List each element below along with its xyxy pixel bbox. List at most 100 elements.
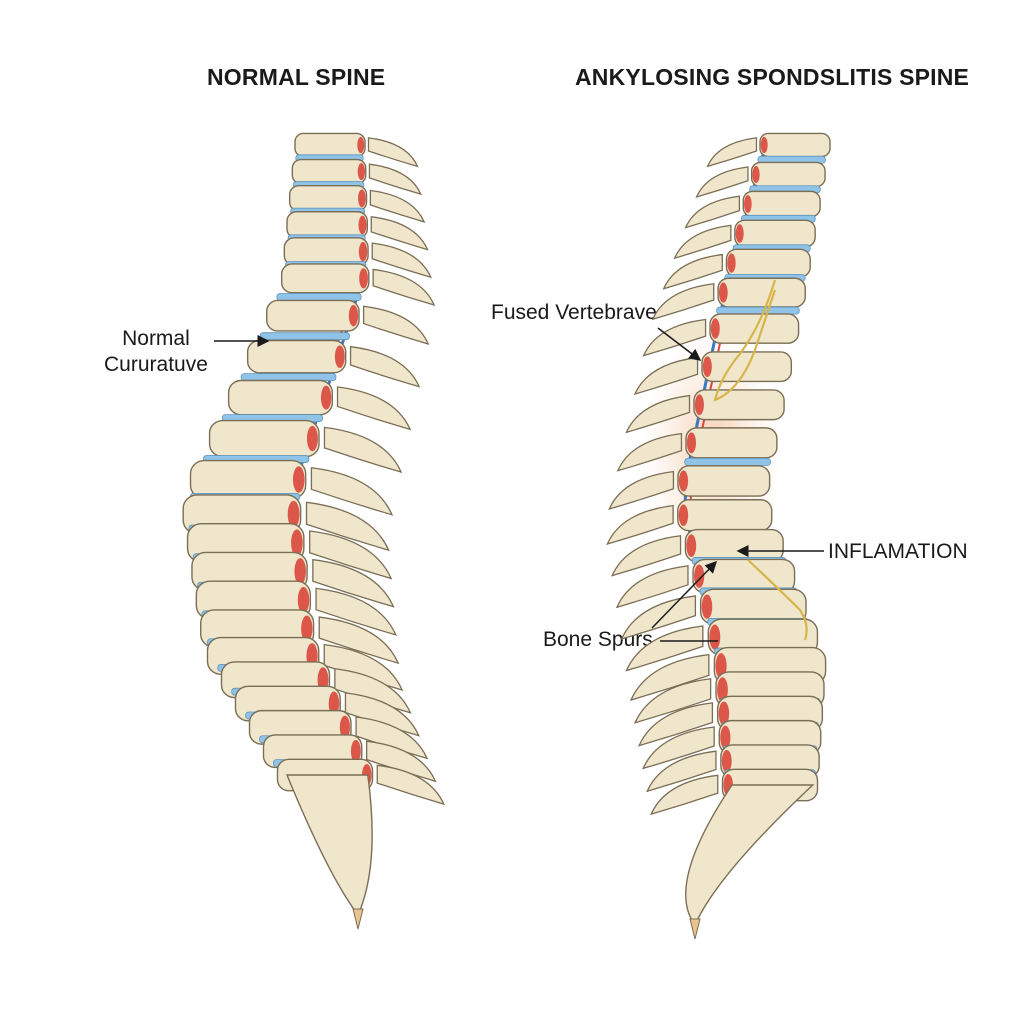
intervertebral-disc (684, 458, 771, 466)
spinous-process (684, 195, 741, 229)
nerve-root (350, 739, 361, 763)
vertebral-body (684, 528, 784, 563)
nerve-root (297, 586, 310, 614)
spinous-process (637, 702, 714, 747)
nerve-root (320, 385, 332, 410)
spinous-process (662, 253, 723, 290)
vertebral-body (725, 248, 811, 278)
nerve-root (744, 195, 752, 213)
spinous-process (305, 501, 390, 552)
spinous-process (315, 587, 397, 636)
spinous-process (371, 242, 432, 279)
spinous-process (368, 163, 422, 196)
sacrum (685, 784, 815, 927)
nerve-root (301, 615, 313, 642)
spinous-process (606, 504, 674, 545)
intervertebral-disc (259, 332, 350, 341)
vertebral-body (693, 389, 785, 421)
coccyx (689, 918, 701, 940)
inflammation-label: INFLAMATION (828, 540, 968, 563)
nerve-root (710, 318, 720, 339)
nerve-root (686, 432, 696, 454)
spinous-process (651, 282, 715, 321)
spinous-process (367, 137, 419, 168)
vertebral-body (677, 499, 773, 532)
vertebral-body (208, 419, 320, 458)
fused-vertebrae-arrow (657, 327, 702, 361)
ankylosing-spine (606, 132, 831, 940)
vertebral-body (717, 277, 806, 308)
ankylosing-spine-title: ANKYLOSING SPONDSLITIS SPINE (575, 64, 970, 90)
nerve-root (357, 136, 365, 154)
spinous-process (650, 774, 719, 816)
normal-spine-title: NORMAL SPINE (207, 64, 386, 90)
nerve-root (359, 268, 368, 289)
spinous-process (336, 386, 412, 431)
vertebral-body (189, 459, 307, 500)
nerve-root (358, 215, 367, 235)
nerve-root (287, 500, 300, 528)
spinous-process (615, 565, 689, 609)
spinous-process (310, 467, 394, 516)
spinous-process (312, 558, 395, 608)
normal-curvature-label: Normal Cururatuve (104, 326, 208, 378)
nerve-root (720, 725, 731, 750)
spinous-process (641, 726, 715, 770)
nerve-root (752, 166, 760, 184)
vertebral-body (734, 219, 816, 248)
nerve-root (358, 189, 366, 208)
spinous-process (309, 530, 393, 580)
fusion-line (713, 279, 777, 402)
intervertebral-disc (240, 373, 337, 382)
nerve-root (709, 624, 721, 650)
fused-vertebrae-label: Fused Vertebrave (491, 301, 657, 324)
spinous-process (608, 470, 675, 511)
spinous-process (366, 740, 437, 783)
nerve-root (678, 504, 689, 527)
nerve-root (357, 163, 366, 181)
nerve-root (348, 305, 359, 327)
spinous-process (625, 625, 704, 672)
spinous-process (370, 216, 429, 251)
bone-spur-line (747, 559, 808, 641)
sacrum (285, 774, 373, 917)
nerve-root (694, 394, 704, 416)
vertebral-body (294, 132, 366, 158)
vertebral-body (246, 339, 347, 374)
nerve-root (735, 224, 744, 243)
nerve-root (702, 356, 712, 377)
vertebral-body (750, 161, 826, 188)
nerve-root (718, 282, 728, 303)
vertebral-body (759, 132, 831, 158)
nerve-root (306, 425, 318, 452)
nerve-root (686, 534, 697, 558)
spinous-process (625, 394, 691, 434)
spinous-process (695, 166, 749, 199)
vertebral-body (288, 184, 368, 212)
nerve-root (291, 529, 303, 557)
spinous-process (642, 318, 707, 357)
nerve-root (717, 677, 728, 703)
normal-curvature-line1: Normal (122, 327, 190, 350)
vertebral-body (709, 313, 800, 344)
spinous-process (620, 595, 697, 640)
spinous-process (616, 432, 683, 472)
vertebral-body (742, 190, 821, 218)
nerve-root (727, 253, 736, 273)
spinous-process (673, 224, 732, 260)
nerve-root (339, 715, 350, 740)
spinous-process (376, 764, 445, 806)
intervertebral-disc (276, 293, 362, 301)
spinous-process (362, 305, 430, 345)
nerve-root (334, 345, 345, 368)
spinous-process (646, 750, 717, 793)
nerve-root (294, 558, 306, 585)
spinous-process (369, 189, 426, 223)
vertebral-body (286, 211, 368, 239)
spinous-process (633, 678, 712, 724)
spinous-process (633, 356, 699, 396)
nerve-root (328, 691, 340, 716)
annotation-arrows (214, 327, 824, 642)
